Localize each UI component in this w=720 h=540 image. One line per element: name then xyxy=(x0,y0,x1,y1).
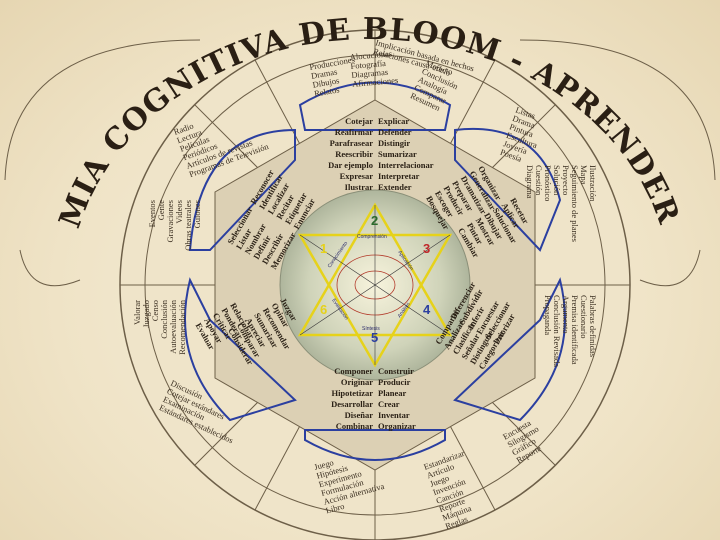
outputs-left-low-item: Juzgado xyxy=(141,300,151,328)
verbs-sintesis-a-item: Hipotetizar xyxy=(331,388,373,398)
verbs-sintesis-b-item: Organizar xyxy=(378,421,416,431)
verbs-sintesis-b-item: Planear xyxy=(378,388,407,398)
outputs-left-low-item: Autoevaluación xyxy=(168,299,178,354)
outputs-right-low-item: Argumento xyxy=(561,295,571,334)
verbs-comprension-a-item: Cotejar xyxy=(345,116,373,126)
level-label: Comprensión xyxy=(357,234,387,240)
outputs-top-b-item: Diagramas xyxy=(351,67,389,80)
verbs-sintesis-a-item: Originar xyxy=(341,377,373,387)
verbs-comprension-b-item: Interrelacionar xyxy=(378,160,434,170)
outputs-top-b-item: Afirmaciones xyxy=(352,75,399,89)
verbs-comprension-b: ExplicarDefenderDistingirSumarizarInterr… xyxy=(378,116,434,192)
verbs-comprension-b-item: Sumarizar xyxy=(378,149,417,159)
level-label: Síntesis xyxy=(362,326,380,332)
outputs-right-mid-item: Seguimiento de planes xyxy=(570,165,580,242)
outputs-right-low-item: Cuestionario xyxy=(579,295,589,338)
verbs-aplicacion-a: OrganizarGeneralizarDramatizarPrepararPr… xyxy=(424,164,504,232)
outputs-right-mid-item: Pronóstico xyxy=(543,165,553,201)
outputs-right-low-item: Palabras definidas xyxy=(588,295,598,357)
verbs-comprension-b-item: Extender xyxy=(378,182,412,192)
background-curve xyxy=(19,249,81,287)
outputs-left-mid-item: Gravaciones xyxy=(165,200,175,242)
outputs-left-mid-item: Guiones xyxy=(192,200,202,228)
verbs-sintesis-b-item: Inventar xyxy=(378,410,410,420)
outputs-right-low-item: Premisa identificada xyxy=(570,295,580,365)
outputs-right-low-item: Conclusión Revisada xyxy=(552,295,562,367)
level-number-6: 6 xyxy=(320,302,327,317)
verbs-sintesis-a: ComponerOriginarHipotetizarDesarrollarDi… xyxy=(331,366,373,431)
verbs-comprension-a-item: Ilustrar xyxy=(345,182,374,192)
outputs-right-mid-item: Ilustración xyxy=(588,165,598,202)
outputs-right-mid-item: Diagrama xyxy=(525,165,535,199)
six-point-star xyxy=(297,202,453,368)
background-curve xyxy=(4,39,201,181)
verbs-sintesis-a-item: Desarrollar xyxy=(331,399,373,409)
level-numbers: 1 2 3 4 5 6 xyxy=(320,213,431,345)
background-curve xyxy=(519,39,716,181)
outputs-left-mid-item: Eventos xyxy=(147,200,157,227)
verbs-comprension-a-item: Expresar xyxy=(340,171,374,181)
verbs-sintesis-a-item: Diseñar xyxy=(345,410,374,420)
outputs-top-b-item: Fotografía xyxy=(350,58,386,71)
verbs-sintesis-b: ConstruirProducirPlanearCrearInventarOrg… xyxy=(378,366,416,431)
background-curve xyxy=(639,249,701,287)
verbs-comprension-a-item: Reafirmar xyxy=(335,127,373,137)
verbs-sintesis-b-item: Crear xyxy=(378,399,400,409)
verbs-comprension-b-item: Distingir xyxy=(378,138,410,148)
outputs-top-item: Dramas xyxy=(310,66,338,80)
level-number-1: 1 xyxy=(320,241,327,256)
outputs-left-mid-item: Videos xyxy=(174,200,184,224)
verbs-sintesis-a-item: Combinar xyxy=(336,421,374,431)
outputs-top-b-item: Alocuciones xyxy=(349,48,392,62)
outputs-right-mid-item: Solución xyxy=(552,165,562,196)
outputs-right-mid-item: Proyecto xyxy=(561,165,571,195)
verbs-comprension-a-item: Dar ejemplo xyxy=(328,160,373,170)
outputs-top-item: Dibujos xyxy=(312,75,340,90)
outputs-top-b: AlocucionesFotografíaDiagramasAfirmacion… xyxy=(349,48,398,89)
verbs-sintesis-b-item: Producir xyxy=(378,377,411,387)
outputs-right-low-item: Propaganda xyxy=(543,295,553,335)
outputs-left-mid-item: Gente xyxy=(156,200,166,221)
level-number-2: 2 xyxy=(371,213,378,228)
verbs-comprension-b-item: Explicar xyxy=(378,116,409,126)
verbs-comprension-b-item: Interpretar xyxy=(378,171,420,181)
verbs-comprension-a-item: Parafrasear xyxy=(330,138,374,148)
outputs-left-low-item: Conclusión xyxy=(159,299,169,338)
verbs-sintesis-b-item: Construir xyxy=(378,366,414,376)
outputs-left-low-item: Recomendación xyxy=(177,299,187,355)
verbs-sintesis-a-item: Componer xyxy=(334,366,373,376)
blue-petal-outlines xyxy=(184,81,566,461)
level-number-4: 4 xyxy=(423,302,431,317)
outputs-right-mid-item: Mapa xyxy=(579,165,589,185)
outputs-left-mid-item: Obras teatrales xyxy=(183,200,193,251)
outputs-right-mid-item: Cuestión xyxy=(534,165,544,196)
outputs-top-item: Relatos xyxy=(313,84,340,98)
outputs-bottom-item: Juego xyxy=(313,457,335,472)
outputs-bottom-item: Libro xyxy=(325,501,346,516)
verbs-comprension-a: CotejarReafirmarParafrasearReescribirDar… xyxy=(328,116,373,192)
verbs-comprension-b-item: Defender xyxy=(378,127,412,137)
outputs-left-low-item: Censo xyxy=(150,300,160,321)
outputs-left-low-item: Valorar xyxy=(132,300,142,325)
level-number-3: 3 xyxy=(423,241,430,256)
level-number-5: 5 xyxy=(371,330,378,345)
verbs-comprension-a-item: Reescribir xyxy=(335,149,373,159)
